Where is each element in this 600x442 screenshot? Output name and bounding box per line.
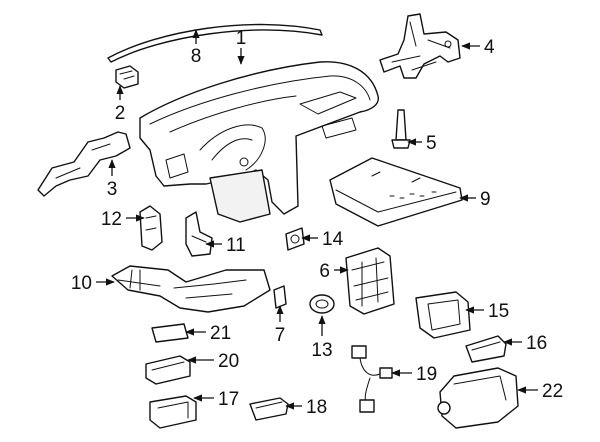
callout-11: 11 [226,235,246,256]
part-10-air-duct [111,265,271,313]
part-4-bracket [379,13,461,79]
callout-labels: 1 2 3 4 5 6 7 8 9 10 11 12 13 14 15 16 1… [71,28,563,418]
callout-14: 14 [322,229,344,250]
callout-1: 1 [236,28,247,49]
part-20-ashtray [145,355,191,385]
callout-17: 17 [218,389,239,410]
part-21-panel [151,323,189,343]
leader-lines [96,29,538,410]
callout-10: 10 [71,273,92,294]
callout-4: 4 [484,37,495,58]
part-9-glove-box [329,157,463,227]
part-18-cover [249,397,289,421]
callout-3: 3 [107,179,118,200]
callout-19: 19 [416,364,437,385]
callout-15: 15 [488,301,509,322]
part-8-defroster-trim [107,23,323,63]
callout-2: 2 [115,103,126,124]
part-22-airbag [437,367,519,429]
callout-18: 18 [306,397,327,418]
part-6-module [345,247,395,315]
part-14-vent [285,227,305,251]
part-17-cup-holder [149,395,197,429]
part-2-clip [115,65,139,89]
part-15-storage-box [415,291,471,339]
callout-7: 7 [275,325,286,346]
part-13-knob [309,294,335,314]
callout-12: 12 [101,209,122,230]
part-3-side-trim [37,131,131,197]
part-7-clip [273,285,287,309]
callout-6: 6 [319,261,330,282]
callout-22: 22 [542,381,563,402]
part-12-bracket [139,205,163,251]
callout-20: 20 [218,351,239,372]
callout-5: 5 [426,133,437,154]
callout-13: 13 [311,340,332,361]
part-19-harness [351,345,393,413]
callout-16: 16 [526,333,547,354]
part-11-bracket [185,211,213,257]
callout-21: 21 [210,323,231,344]
part-16-tray [465,335,507,363]
callout-8: 8 [191,46,202,67]
part-5-pin [391,109,411,149]
part-1-instrument-panel [139,61,379,223]
callout-9: 9 [480,189,491,210]
